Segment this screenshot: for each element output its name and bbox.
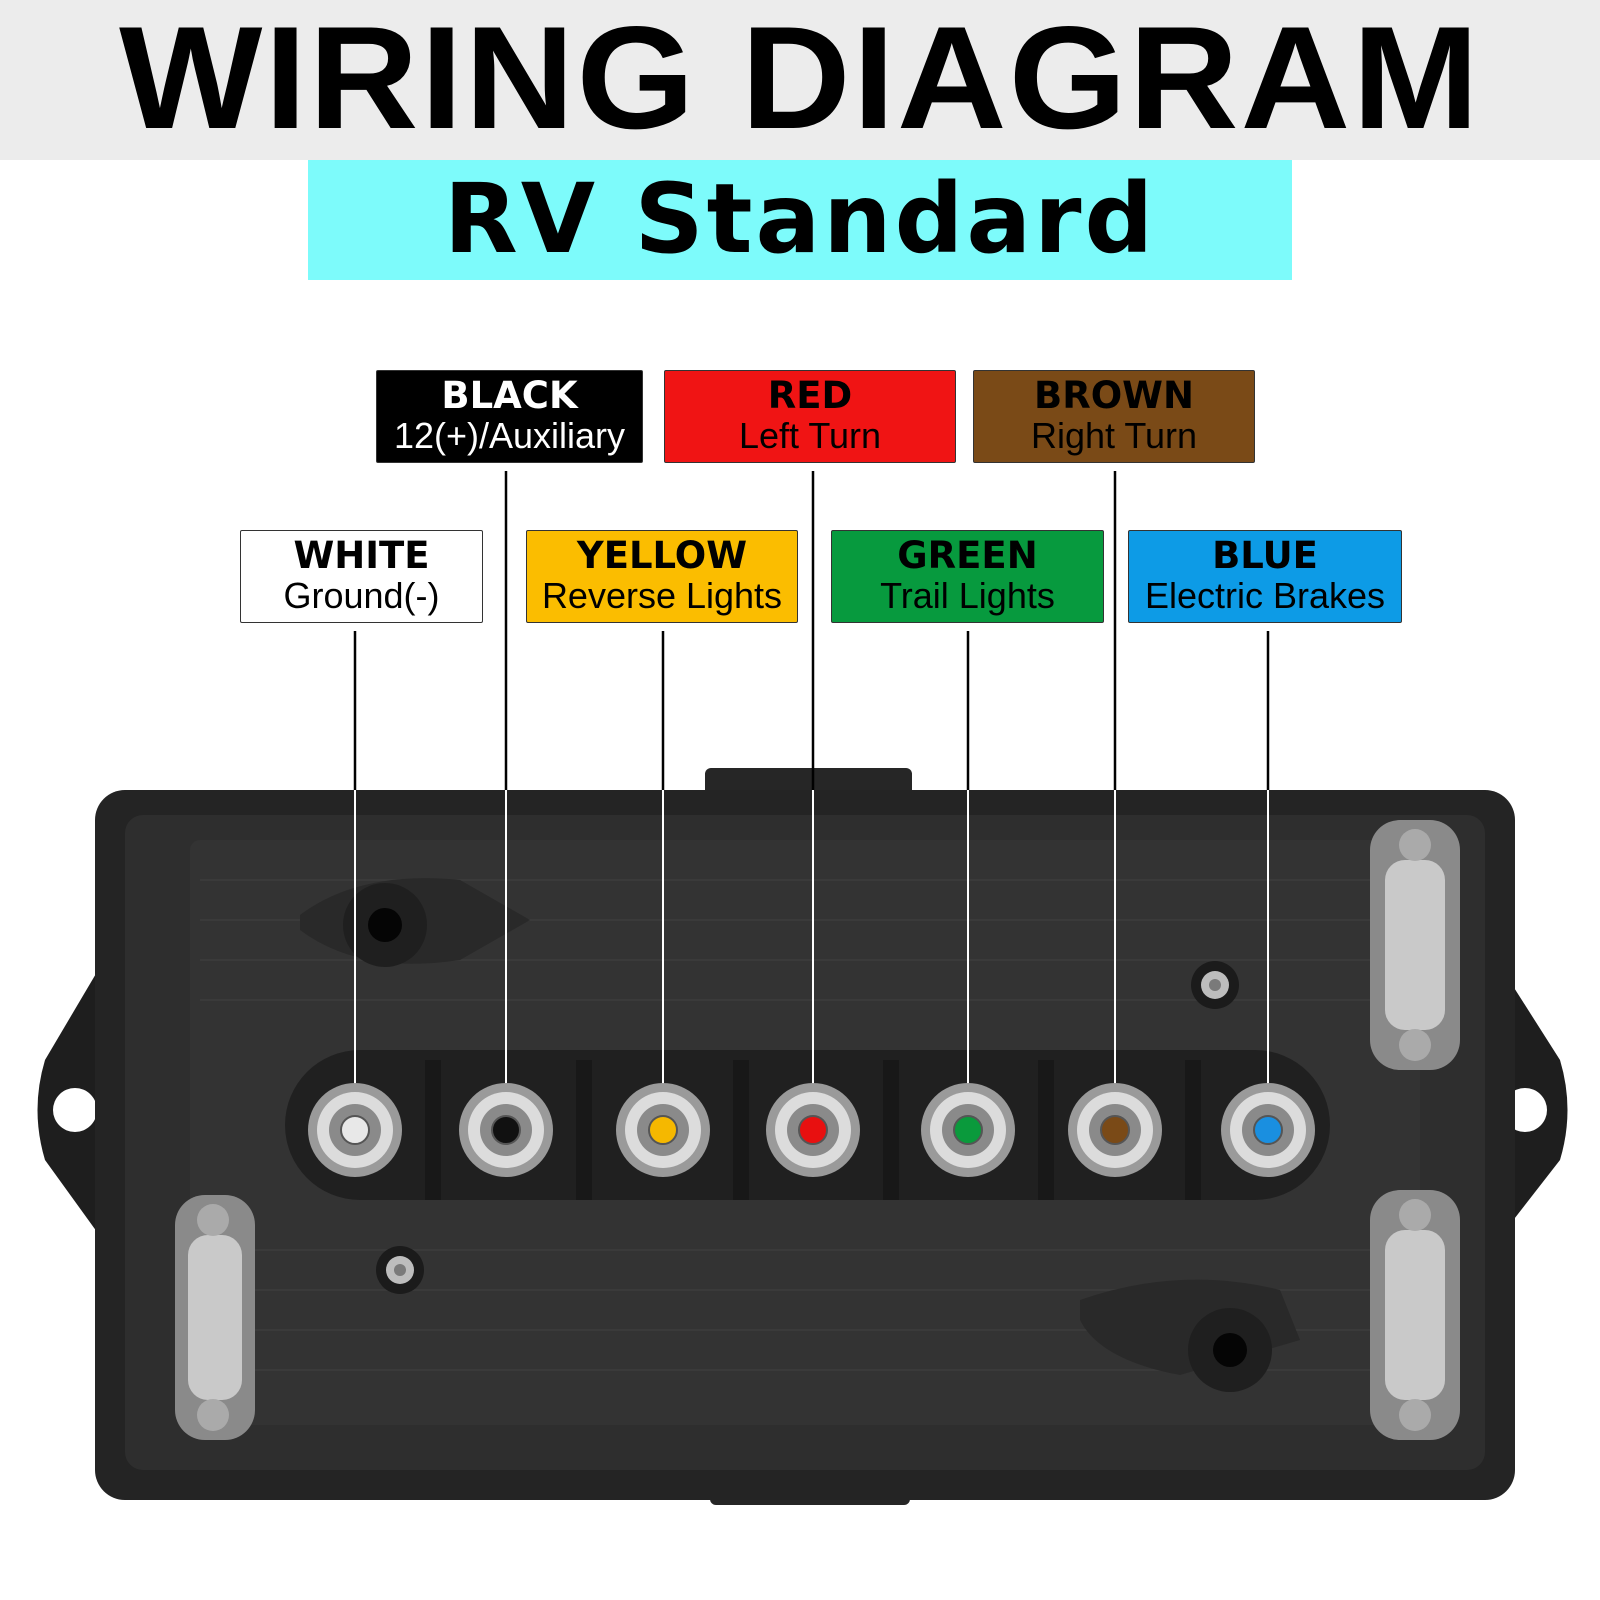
upper-left-boss [300, 878, 530, 967]
terminal-green [921, 1060, 1054, 1200]
cable-clamp-bottom-left [175, 1195, 255, 1440]
label-brown-function: Right Turn [1030, 415, 1198, 456]
page-title: WIRING DIAGRAM [119, 0, 1481, 159]
terminal-yellow [616, 1060, 749, 1200]
header-band [0, 0, 1600, 160]
label-green-name: GREEN [897, 534, 1038, 577]
label-black-name: BLACK [441, 374, 578, 417]
label-yellow-function: Reverse Lights [541, 575, 783, 616]
terminal-red [766, 1060, 899, 1200]
terminal-white [308, 1060, 441, 1200]
wire-leader-lines [353, 471, 1270, 1130]
tray-screw-upper-right [1191, 961, 1239, 1009]
label-yellow-name: YELLOW [576, 534, 748, 577]
terminal-black-dot [491, 1115, 521, 1145]
terminal-blue [1221, 1083, 1315, 1177]
terminal-brown [1068, 1060, 1201, 1200]
subtitle-band [308, 160, 1292, 280]
label-green-function: Trail Lights [880, 575, 1055, 616]
label-black-function: 12(+)/Auxiliary [393, 415, 626, 456]
label-blue-function: Electric Brakes [1144, 575, 1386, 616]
terminal-green-dot [953, 1115, 983, 1145]
cable-clamp-bottom-right [1370, 1190, 1460, 1440]
terminal-black [459, 1060, 592, 1200]
cable-clamp-top-right [1370, 820, 1460, 1070]
terminal-posts [308, 1060, 1315, 1200]
label-white-name: WHITE [293, 534, 430, 577]
label-white-function: Ground(-) [283, 575, 440, 616]
left-mount-hole [53, 1088, 97, 1132]
terminal-blue-dot [1253, 1115, 1283, 1145]
terminal-red-dot [798, 1115, 828, 1145]
label-brown-name: BROWN [1034, 374, 1194, 417]
lower-right-boss [1080, 1279, 1300, 1392]
label-blue-name: BLUE [1212, 534, 1318, 577]
tray-screw-lower-left [376, 1246, 424, 1294]
page-subtitle: RV Standard [443, 163, 1157, 275]
label-red-name: RED [767, 374, 853, 417]
terminal-brown-dot [1100, 1115, 1130, 1145]
terminal-yellow-dot [648, 1115, 678, 1145]
label-red-function: Left Turn [738, 415, 882, 456]
terminal-white-dot [340, 1115, 370, 1145]
